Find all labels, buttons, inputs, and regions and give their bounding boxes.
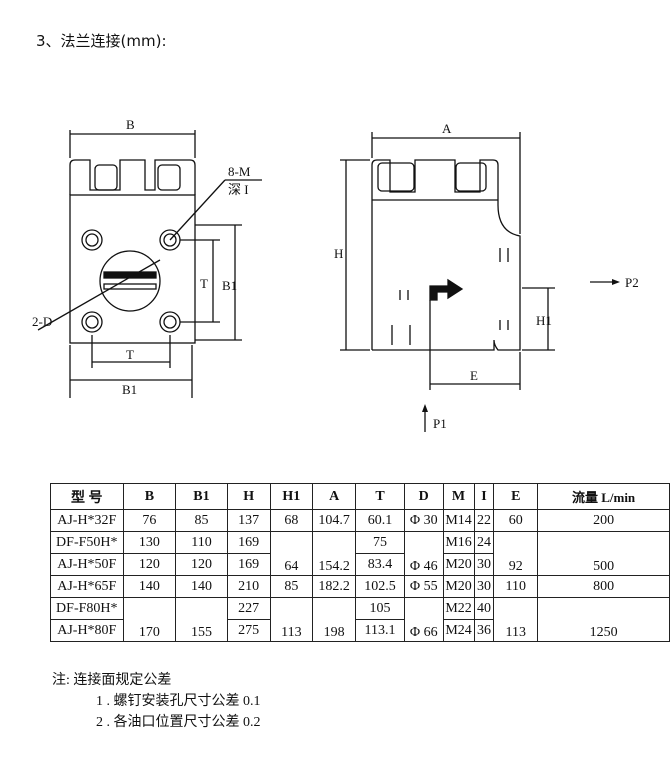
dim-m: 8-M bbox=[228, 164, 251, 179]
dim-e: E bbox=[470, 368, 478, 383]
dim-depth: 深 I bbox=[228, 182, 249, 197]
side-view bbox=[340, 132, 620, 432]
port-p2: P2 bbox=[625, 275, 639, 290]
dim-a: A bbox=[442, 121, 452, 136]
dimension-table: 型 号 B B1 H H1 A T D M I E 流量 L/min AJ-H*… bbox=[50, 483, 670, 642]
dim-h1: H1 bbox=[536, 313, 552, 328]
dim-h: H bbox=[334, 246, 343, 261]
dim-b1-side: B1 bbox=[222, 278, 237, 293]
note-item: 1 . 螺钉安装孔尺寸公差 0.1 bbox=[96, 694, 261, 709]
flow-arrow-icon bbox=[429, 278, 464, 301]
note-item: 2 . 各油口位置尺寸公差 0.2 bbox=[96, 715, 261, 730]
dim-2d: 2-D bbox=[32, 314, 52, 329]
table-header: 型 号 B B1 H H1 A T D M I E 流量 L/min bbox=[50, 483, 670, 510]
dim-b: B bbox=[126, 117, 135, 132]
front-view bbox=[37, 130, 262, 398]
dim-t-bottom: T bbox=[126, 347, 134, 362]
notes: 注: 连接面规定公差 1 . 螺钉安装孔尺寸公差 0.1 2 . 各油口位置尺寸… bbox=[52, 670, 261, 733]
notes-title: 注: 连接面规定公差 bbox=[52, 673, 172, 688]
port-p1: P1 bbox=[433, 416, 447, 431]
flange-drawing: B 8-M 深 I T B1 2-D T B1 A H H1 E P2 P1 bbox=[32, 117, 639, 432]
dim-b1-bottom: B1 bbox=[122, 382, 137, 397]
dim-t-side: T bbox=[200, 276, 208, 291]
section-heading: 3、法兰连接(mm): bbox=[36, 32, 167, 50]
